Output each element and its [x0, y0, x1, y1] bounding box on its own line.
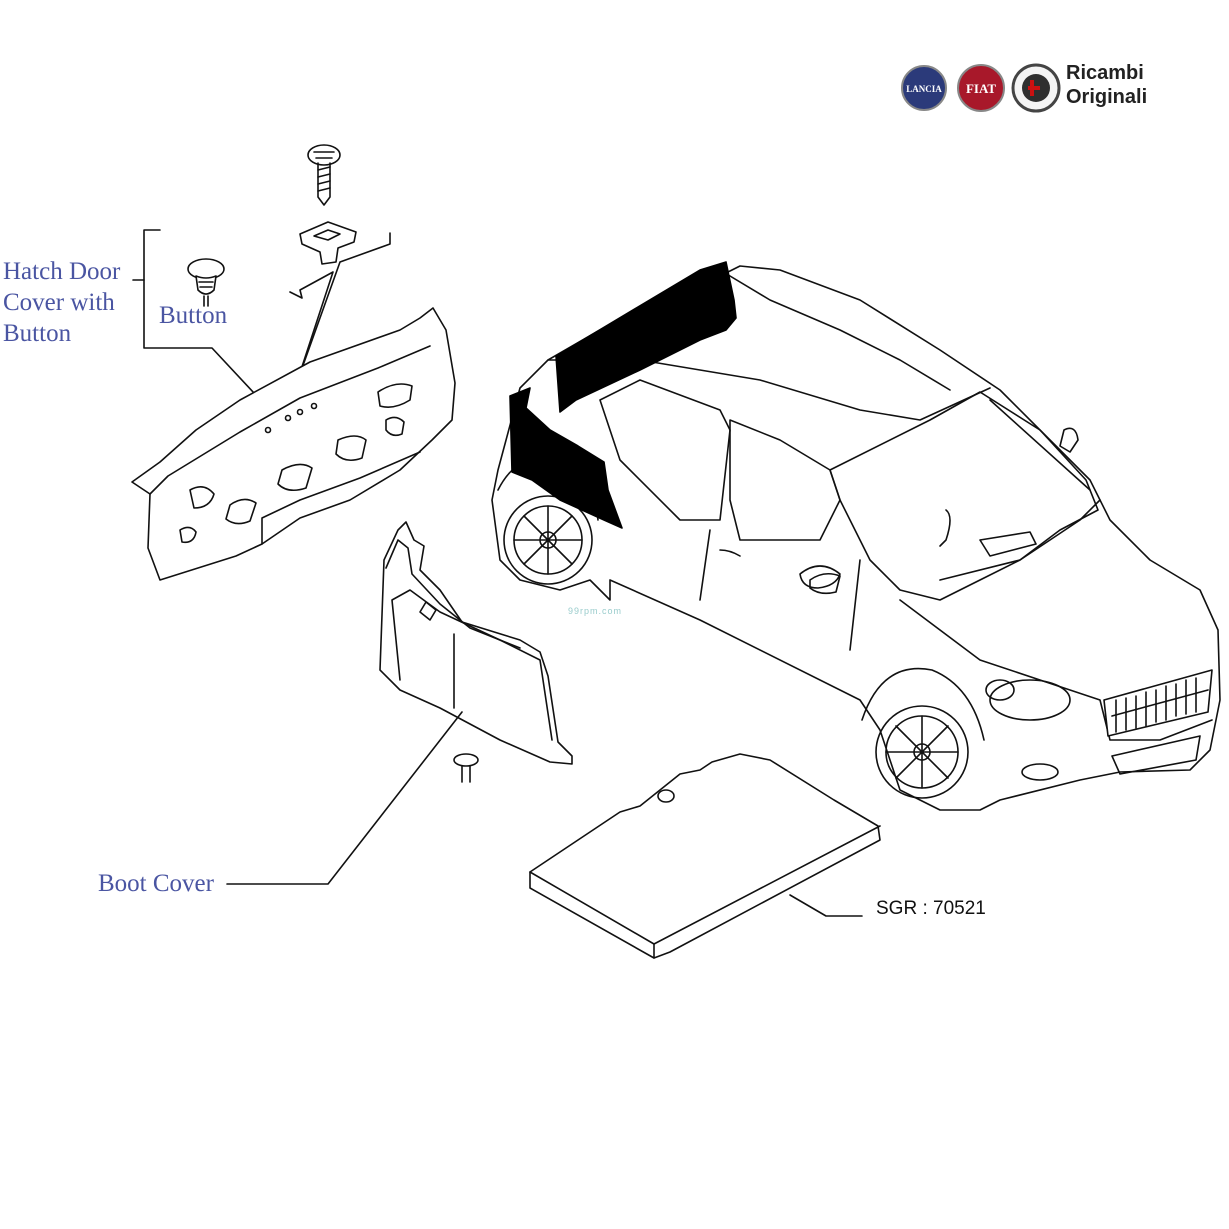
fiat-badge-icon: [957, 64, 1005, 112]
brand-text-line1: Ricambi: [1066, 62, 1144, 84]
hatch-door-cover-label-line1: Hatch Door: [3, 258, 121, 285]
brand-logos: LANCIA FIAT: [901, 63, 1061, 113]
boot-floor-mat-part: [529, 753, 881, 959]
hatch-label-bracket: [143, 229, 269, 409]
hatch-button-part: [187, 258, 225, 307]
hatch-door-cover-part: [131, 307, 456, 581]
fiat-badge-text: FIAT: [966, 81, 996, 96]
watermark: 99rpm.com: [568, 606, 623, 616]
car-highlight-panels: [509, 261, 737, 529]
clip-nut-part: [299, 221, 357, 265]
hatch-door-cover-label-line2: Cover with: [3, 289, 115, 316]
screw-part: [307, 144, 341, 206]
boot-cover-label: Boot Cover: [98, 870, 214, 897]
boot-cover-part: [379, 521, 573, 765]
lancia-badge-text: LANCIA: [906, 84, 942, 94]
brand-text-line2: Originali: [1066, 86, 1148, 108]
sgr-code-label: SGR : 70521: [876, 898, 986, 919]
hatch-door-cover-label-line3: Button: [3, 320, 72, 347]
boot-cover-leader: [226, 711, 463, 885]
boot-button-part: [453, 753, 479, 783]
lancia-badge-icon: [901, 65, 947, 111]
car-illustration: [491, 265, 1221, 811]
button-label: Button: [159, 302, 228, 329]
